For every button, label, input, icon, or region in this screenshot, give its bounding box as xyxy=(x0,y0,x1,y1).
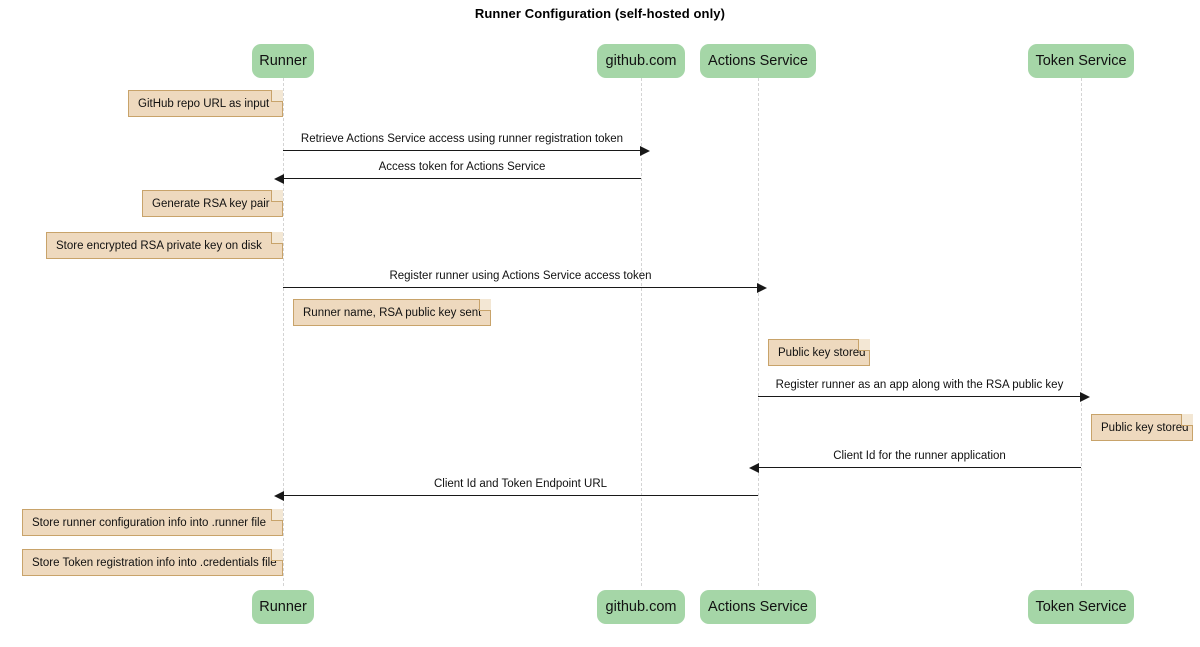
note-text: Runner name, RSA public key sent xyxy=(303,306,482,319)
msg-retrieve-actions-access-arrow xyxy=(283,146,650,156)
diagram-title: Runner Configuration (self-hosted only) xyxy=(474,6,726,21)
msg-client-id-arrow xyxy=(749,463,1081,473)
participant-label: Runner xyxy=(259,599,307,615)
participant-runner-bottom[interactable]: Runner xyxy=(252,590,314,624)
participant-label: github.com xyxy=(605,599,677,615)
note-text: GitHub repo URL as input xyxy=(138,97,270,110)
participant-label: Actions Service xyxy=(708,599,808,615)
arrowhead-icon xyxy=(749,463,759,473)
participant-token-bottom[interactable]: Token Service xyxy=(1028,590,1134,624)
msg-client-id-endpoint-label: Client Id and Token Endpoint URL xyxy=(433,478,608,490)
participant-token-top[interactable]: Token Service xyxy=(1028,44,1134,78)
note-fold-corner-icon xyxy=(271,509,283,521)
arrowhead-icon xyxy=(1080,392,1090,402)
msg-register-app-pubkey-arrow xyxy=(758,392,1090,402)
note-github-repo-url[interactable]: GitHub repo URL as input xyxy=(128,90,283,117)
note-text: Generate RSA key pair xyxy=(152,197,270,210)
msg-client-id-endpoint-arrow xyxy=(274,491,758,501)
lifeline-token xyxy=(1081,78,1082,586)
note-fold-corner-icon xyxy=(271,232,283,244)
arrowhead-icon xyxy=(757,283,767,293)
participant-actions-bottom[interactable]: Actions Service xyxy=(700,590,816,624)
participant-label: Runner xyxy=(259,53,307,69)
msg-access-token-arrow xyxy=(274,174,641,184)
note-fold-corner-icon xyxy=(271,90,283,102)
note-fold-corner-icon xyxy=(271,190,283,202)
note-text: Store Token registration info into .cred… xyxy=(32,556,277,569)
note-text: Store runner configuration info into .ru… xyxy=(32,516,266,529)
arrowhead-icon xyxy=(274,174,284,184)
note-public-key-stored-as[interactable]: Public key stored xyxy=(768,339,870,366)
participant-label: github.com xyxy=(605,53,677,69)
note-fold-corner-icon xyxy=(479,299,491,311)
participant-label: Token Service xyxy=(1035,53,1127,69)
note-fold-corner-icon xyxy=(1181,414,1193,426)
lifeline-actions xyxy=(758,78,759,586)
msg-register-runner-arrow xyxy=(283,283,767,293)
arrowhead-icon xyxy=(274,491,284,501)
participant-label: Actions Service xyxy=(708,53,808,69)
note-store-token-reg[interactable]: Store Token registration info into .cred… xyxy=(22,549,283,576)
note-store-private-key[interactable]: Store encrypted RSA private key on disk xyxy=(46,232,283,259)
participant-label: Token Service xyxy=(1035,599,1127,615)
arrowhead-icon xyxy=(640,146,650,156)
note-text: Public key stored xyxy=(778,346,866,359)
participant-runner-top[interactable]: Runner xyxy=(252,44,314,78)
msg-client-id-label: Client Id for the runner application xyxy=(833,450,1006,462)
msg-register-runner-label: Register runner using Actions Service ac… xyxy=(389,270,652,282)
note-runner-name-pubkey[interactable]: Runner name, RSA public key sent xyxy=(293,299,491,326)
note-fold-corner-icon xyxy=(858,339,870,351)
note-fold-corner-icon xyxy=(271,549,283,561)
note-public-key-stored-ts[interactable]: Public key stored xyxy=(1091,414,1193,441)
note-text: Public key stored xyxy=(1101,421,1189,434)
msg-register-app-pubkey-label: Register runner as an app along with the… xyxy=(775,379,1064,391)
lifeline-github xyxy=(641,78,642,586)
note-store-runner-config[interactable]: Store runner configuration info into .ru… xyxy=(22,509,283,536)
participant-github-top[interactable]: github.com xyxy=(597,44,685,78)
participant-actions-top[interactable]: Actions Service xyxy=(700,44,816,78)
note-generate-rsa[interactable]: Generate RSA key pair xyxy=(142,190,283,217)
participant-github-bottom[interactable]: github.com xyxy=(597,590,685,624)
msg-access-token-label: Access token for Actions Service xyxy=(378,161,546,173)
msg-retrieve-actions-access-label: Retrieve Actions Service access using ru… xyxy=(300,133,624,145)
lifeline-runner xyxy=(283,78,284,586)
note-text: Store encrypted RSA private key on disk xyxy=(56,239,262,252)
